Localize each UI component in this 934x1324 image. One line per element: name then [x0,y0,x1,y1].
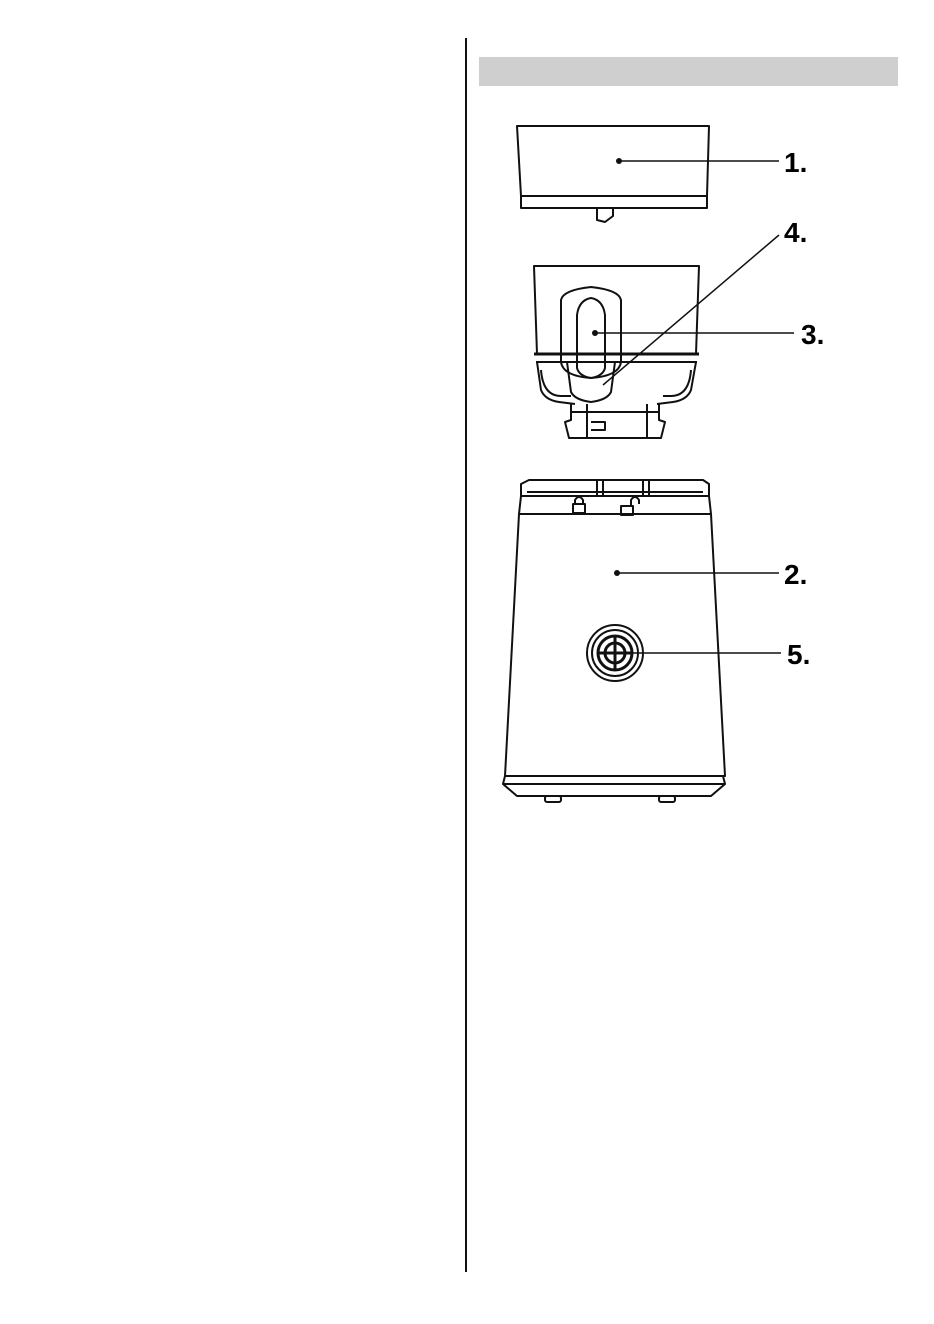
leader-lines [595,161,794,653]
column-divider [465,38,467,1272]
callout-1: 1. [784,147,807,178]
grinding-unit-part [534,266,699,438]
callout-3: 3. [801,319,824,350]
motor-base-part [503,480,725,802]
callout-2: 2. [784,559,807,590]
callout-4: 4. [784,217,807,248]
parts-diagram-svg: 1. 4. 3. 2. 5. [479,100,919,830]
callout-5: 5. [787,639,810,670]
appliance-parts-diagram: 1. 4. 3. 2. 5. [479,100,919,830]
locked-padlock-icon [573,497,585,513]
lid-part [517,126,709,222]
unlocked-padlock-icon [621,497,639,515]
section-header-bar [479,57,898,86]
